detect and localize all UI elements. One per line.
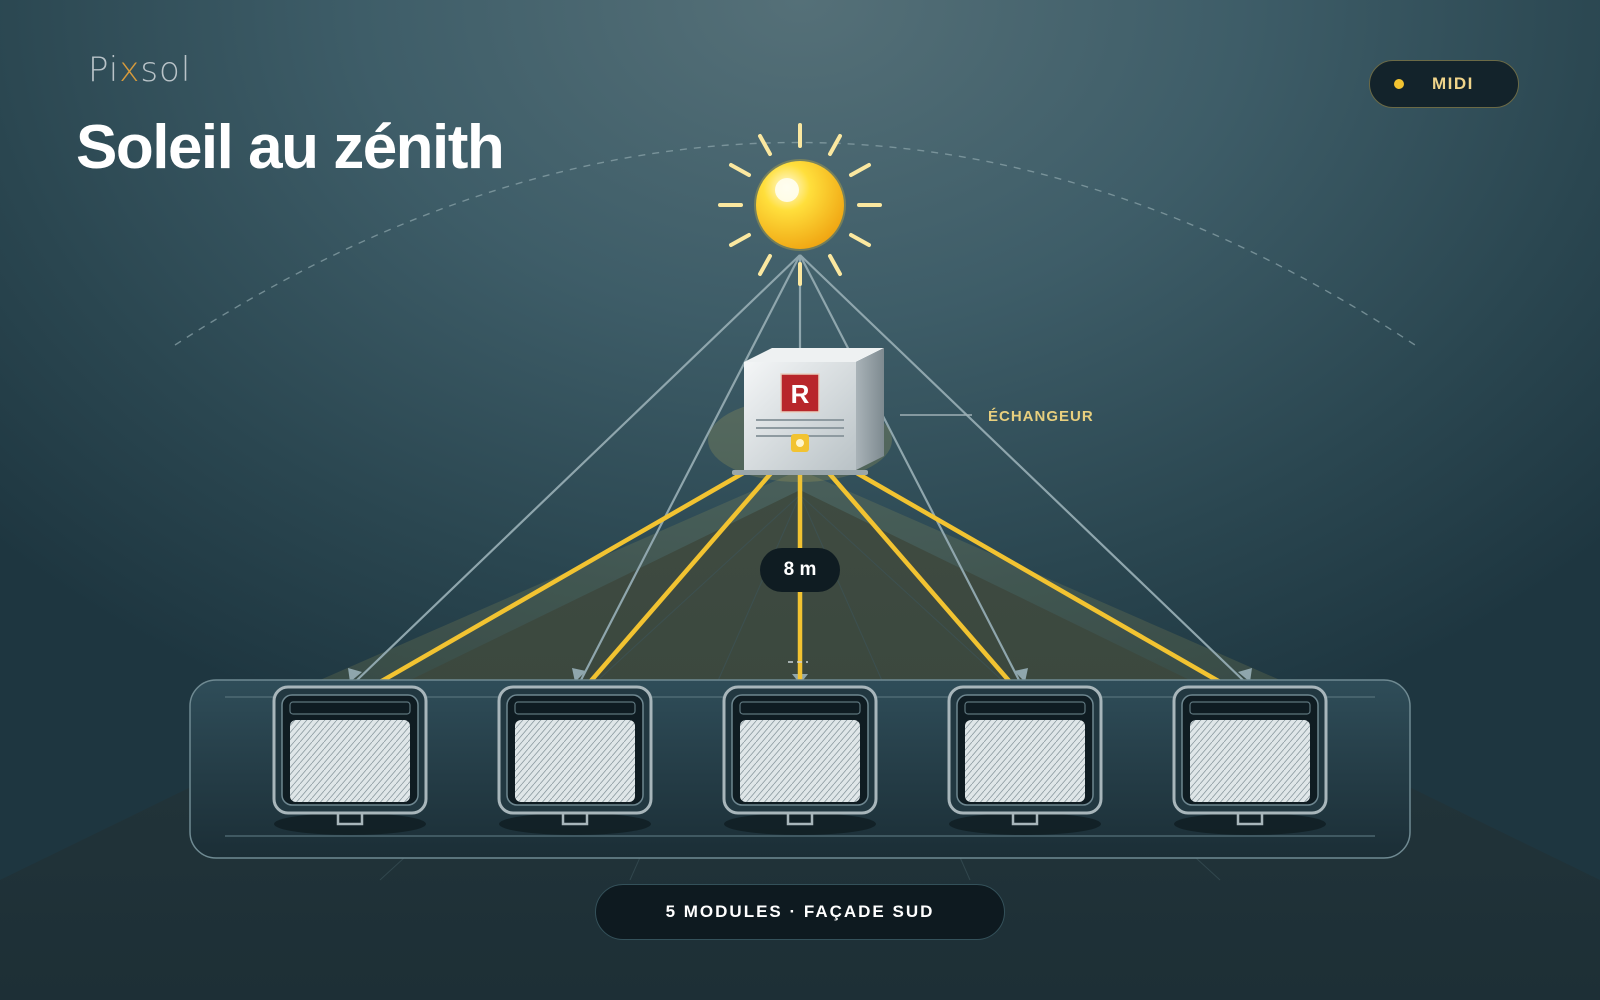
solar-module-icon [272,685,428,835]
sun-icon [718,123,882,286]
page-title: Soleil au zénith [76,113,505,182]
distance-label: 8 m [760,548,840,592]
exchanger-badge-letter: R [791,379,810,409]
exchanger-label: ÉCHANGEUR [988,408,1094,425]
time-status-badge: MIDI [1369,60,1519,108]
pixsol-logo: Pixsol [88,50,192,90]
sun-path-arc [174,141,1416,346]
solar-module-icon [1172,685,1328,835]
modules-summary-label: 5 MODULES · FAÇADE SUD [595,884,1005,940]
solar-module-icon [947,685,1103,835]
status-dot-icon [1394,79,1404,89]
exchanger-box-icon: R [708,348,892,482]
solar-module-icon [497,685,653,835]
solar-module-icon [722,685,878,835]
status-badge-label: MIDI [1432,74,1474,93]
